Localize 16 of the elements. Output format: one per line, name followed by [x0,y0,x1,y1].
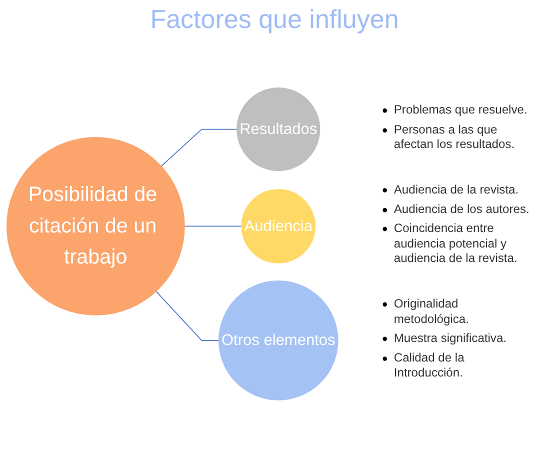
circle-node: Otros elementos [218,280,338,400]
list-item-text: Audiencia de los autores. [394,202,530,217]
list-item-text: Coincidencia entre audiencia potencial y audiencia de la revista. [394,220,518,266]
connector-line [160,128,238,167]
list-item-text: Problemas que resuelve. [394,102,528,118]
list-item-text: Muestra significativa. [394,330,507,346]
title: Factores que influyen [150,4,399,34]
list-item-text: Personas a las que afectan los resultados. [394,122,516,152]
circle-node: Audiencia [241,189,316,264]
connector-line [156,290,220,341]
circle-node: Posibilidad de citación de un trabajo [6,137,185,316]
list-item-text: Calidad de la Introducción. [394,350,466,380]
circle-node: Resultados [236,88,320,172]
connector-line [184,226,242,227]
list-item-text: Audiencia de la revista. [394,182,519,198]
list-item-text: Originalidad metodológica. [394,296,470,326]
